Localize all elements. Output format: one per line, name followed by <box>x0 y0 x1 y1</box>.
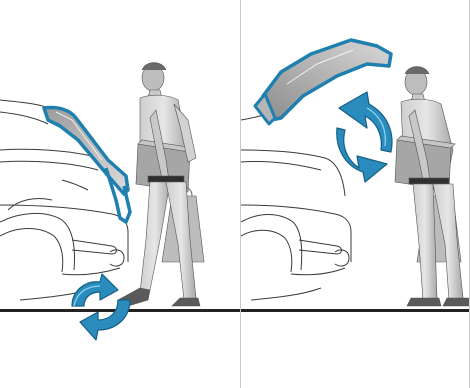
person-figure <box>118 63 204 307</box>
up-down-arrow-icon <box>337 92 392 182</box>
panel-tailgate-opening-drawing <box>241 0 470 388</box>
panel-foot-gesture <box>0 0 240 388</box>
panel-foot-gesture-drawing <box>0 0 240 388</box>
person-figure <box>395 67 470 307</box>
foot-kick-arrow-icon <box>72 274 130 340</box>
car-rear-outline <box>241 112 351 300</box>
tailgate-lid <box>44 107 130 222</box>
panel-tailgate-opening <box>241 0 470 388</box>
ground-line <box>241 309 470 312</box>
